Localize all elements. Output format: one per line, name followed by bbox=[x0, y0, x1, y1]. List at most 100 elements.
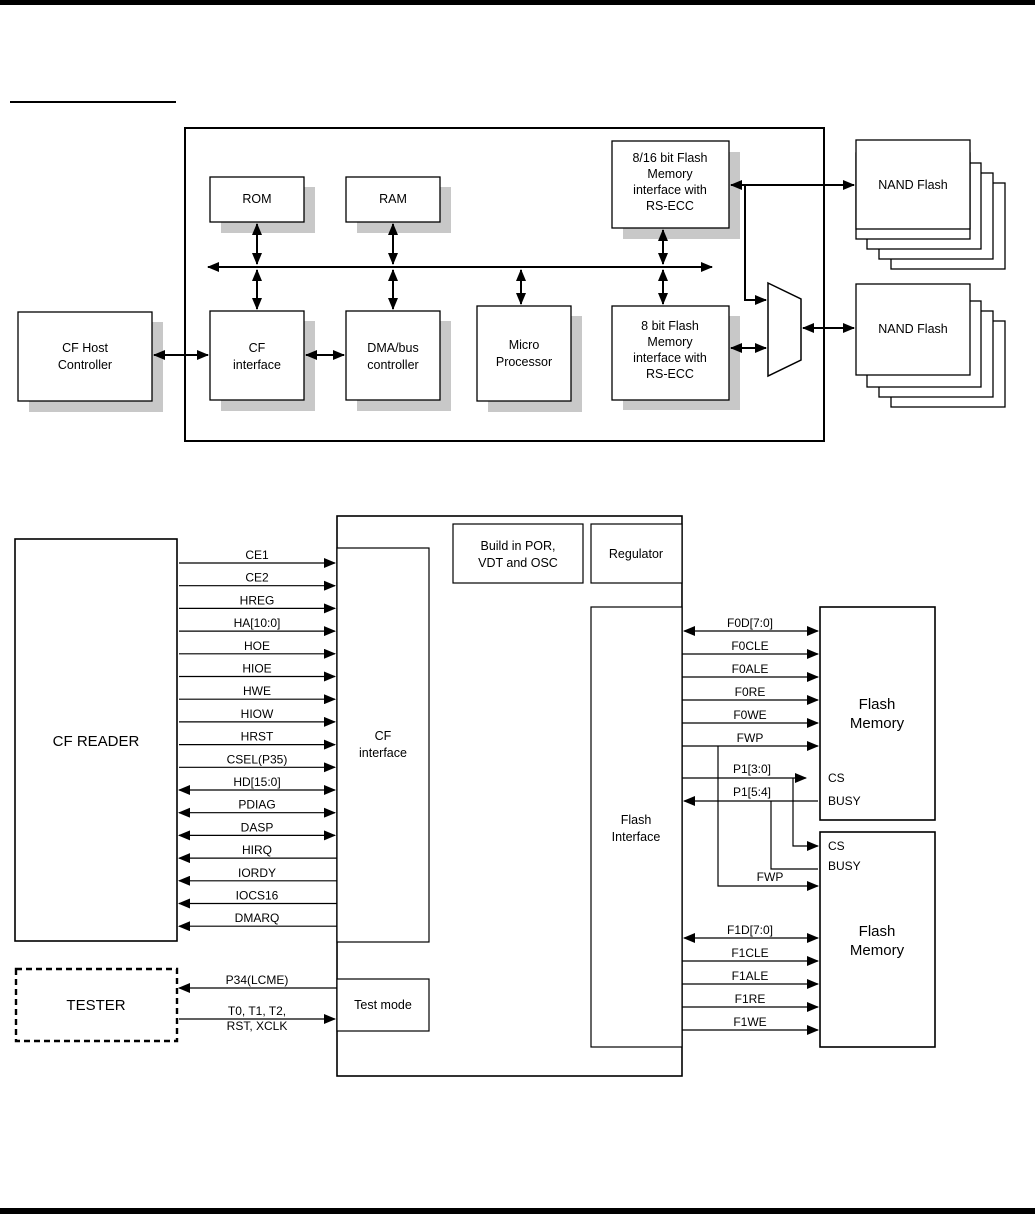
nand-stack-bottom: NAND Flash bbox=[855, 283, 1006, 408]
flash-memory-0-label-2: Memory bbox=[850, 715, 905, 732]
flash-signal-label: F0D[7:0] bbox=[727, 616, 773, 630]
cf-interface-inner-label-2: interface bbox=[359, 746, 407, 760]
tester-signal-p34: P34(LCME) bbox=[226, 973, 289, 987]
busy-pin-0: BUSY bbox=[828, 794, 861, 808]
host-signal-label: HWE bbox=[243, 684, 271, 698]
flash-signal-label: F1RE bbox=[735, 992, 766, 1006]
bottom-rule bbox=[0, 1208, 1035, 1214]
p1-busy-label: P1[5:4] bbox=[733, 785, 771, 799]
host-signal-label: CSEL(P35) bbox=[227, 752, 288, 766]
micro-label-1: Micro bbox=[509, 338, 540, 352]
flash-if-16-label-4: RS-ECC bbox=[646, 199, 694, 213]
flash0-signal-lines: F0D[7:0] F0CLE F0ALE F0RE F0WE FWP bbox=[682, 616, 819, 751]
ram-block bbox=[345, 176, 441, 223]
top-connectors bbox=[153, 180, 855, 360]
flash-signal-label: F0CLE bbox=[731, 639, 768, 653]
flash-signal-label: F1ALE bbox=[732, 969, 769, 983]
nand-top-label: NAND Flash bbox=[878, 178, 948, 192]
host-signal-label: HIOE bbox=[242, 662, 271, 676]
flash-signal-label: F0WE bbox=[733, 708, 766, 722]
cf-interface-inner-block bbox=[336, 547, 430, 943]
flash-signal-label: F0RE bbox=[735, 685, 766, 699]
host-signal-label: HIOW bbox=[241, 707, 274, 721]
flash-memory-1-label-2: Memory bbox=[850, 942, 905, 959]
cf-interface-label-2: interface bbox=[233, 358, 281, 372]
flash-signal-label: F1WE bbox=[733, 1015, 766, 1029]
flash-if-8-label-3: interface with bbox=[633, 351, 707, 365]
flash-if-16-label-3: interface with bbox=[633, 183, 707, 197]
rom-label: ROM bbox=[242, 192, 271, 206]
por-label-2: VDT and OSC bbox=[478, 556, 558, 570]
host-signal-label: HRST bbox=[241, 730, 274, 744]
fwp-1-label: FWP bbox=[757, 870, 784, 884]
cs-pin-1: CS bbox=[828, 839, 845, 853]
regulator-label: Regulator bbox=[609, 547, 663, 561]
host-signal-label: HA[10:0] bbox=[234, 616, 281, 630]
host-signal-label: CE2 bbox=[245, 571, 269, 585]
flash-if-8-label-4: RS-ECC bbox=[646, 367, 694, 381]
cf-reader-label: CF READER bbox=[53, 733, 140, 750]
flash-memory-1-label-1: Flash bbox=[859, 923, 896, 940]
flash-memory-0-label-1: Flash bbox=[859, 696, 896, 713]
host-signal-label: HREG bbox=[240, 593, 275, 607]
micro-processor-block bbox=[476, 305, 572, 402]
flash-memory-0-block bbox=[819, 606, 936, 821]
regulator-block bbox=[590, 523, 683, 584]
flash-interface-block bbox=[590, 606, 683, 1048]
top-rule bbox=[0, 0, 1035, 5]
rom-block bbox=[209, 176, 305, 223]
tester-block bbox=[14, 967, 179, 1043]
cf-host-label-2: Controller bbox=[58, 358, 112, 372]
flash-signal-label: FWP bbox=[737, 731, 764, 745]
por-block bbox=[452, 523, 584, 584]
tester-signal-t0: T0, T1, T2, bbox=[228, 1004, 286, 1018]
chip-select-routing bbox=[682, 746, 819, 891]
flash-memory-1-block bbox=[819, 831, 936, 1048]
flash-if-8-label-1: 8 bit Flash bbox=[641, 319, 699, 333]
cf-interface-block bbox=[209, 310, 305, 401]
flash-if-8-block bbox=[611, 305, 730, 401]
cf-host-controller-block bbox=[17, 311, 153, 402]
flash-if-16-label-1: 8/16 bit Flash bbox=[632, 151, 707, 165]
host-signal-label: HIRQ bbox=[242, 843, 272, 857]
controller-chip-outline bbox=[184, 127, 825, 442]
host-signal-label: HD[15:0] bbox=[233, 775, 280, 789]
flash-interface-label-2: Interface bbox=[612, 830, 661, 844]
busy-pin-1: BUSY bbox=[828, 859, 861, 873]
test-mode-block bbox=[336, 978, 430, 1032]
micro-label-2: Processor bbox=[496, 355, 552, 369]
nand-bottom-label: NAND Flash bbox=[878, 322, 948, 336]
flash-signal-label: F0ALE bbox=[732, 662, 769, 676]
bottom-diagram: CF READER TESTER CF interface Build in P… bbox=[14, 515, 936, 1077]
por-label-1: Build in POR, bbox=[480, 539, 555, 553]
host-signal-label: DMARQ bbox=[235, 911, 280, 925]
flash-interface-label-1: Flash bbox=[621, 813, 652, 827]
host-signal-label: DASP bbox=[241, 820, 274, 834]
host-signal-label: PDIAG bbox=[238, 798, 275, 812]
tester-signal-rst: RST, XCLK bbox=[227, 1019, 288, 1033]
test-mode-label: Test mode bbox=[354, 998, 412, 1012]
flash-if-16-block bbox=[611, 140, 730, 229]
flash-signal-label: F1D[7:0] bbox=[727, 923, 773, 937]
cf-interface-inner-label-1: CF bbox=[375, 729, 392, 743]
tester-label: TESTER bbox=[66, 997, 125, 1014]
dma-bus-controller-block bbox=[345, 310, 441, 401]
flash-if-16-label-2: Memory bbox=[647, 167, 693, 181]
top-diagram: CF Host Controller ROM RAM CF interface … bbox=[17, 127, 1006, 442]
mux-symbol bbox=[767, 281, 802, 378]
dma-label-2: controller bbox=[367, 358, 418, 372]
host-signal-label: HOE bbox=[244, 639, 270, 653]
cf-interface-label-1: CF bbox=[249, 341, 266, 355]
cs-pin-0: CS bbox=[828, 771, 845, 785]
tester-signal-lines bbox=[178, 983, 337, 1024]
dma-label-1: DMA/bus bbox=[367, 341, 418, 355]
cf-host-label-1: CF Host bbox=[62, 341, 108, 355]
nand-stack-top: NAND Flash bbox=[855, 139, 1006, 270]
flash-if-8-label-2: Memory bbox=[647, 335, 693, 349]
host-signal-label: IOCS16 bbox=[236, 889, 279, 903]
host-signal-label: CE1 bbox=[245, 548, 269, 562]
p1-cs-label: P1[3:0] bbox=[733, 762, 771, 776]
